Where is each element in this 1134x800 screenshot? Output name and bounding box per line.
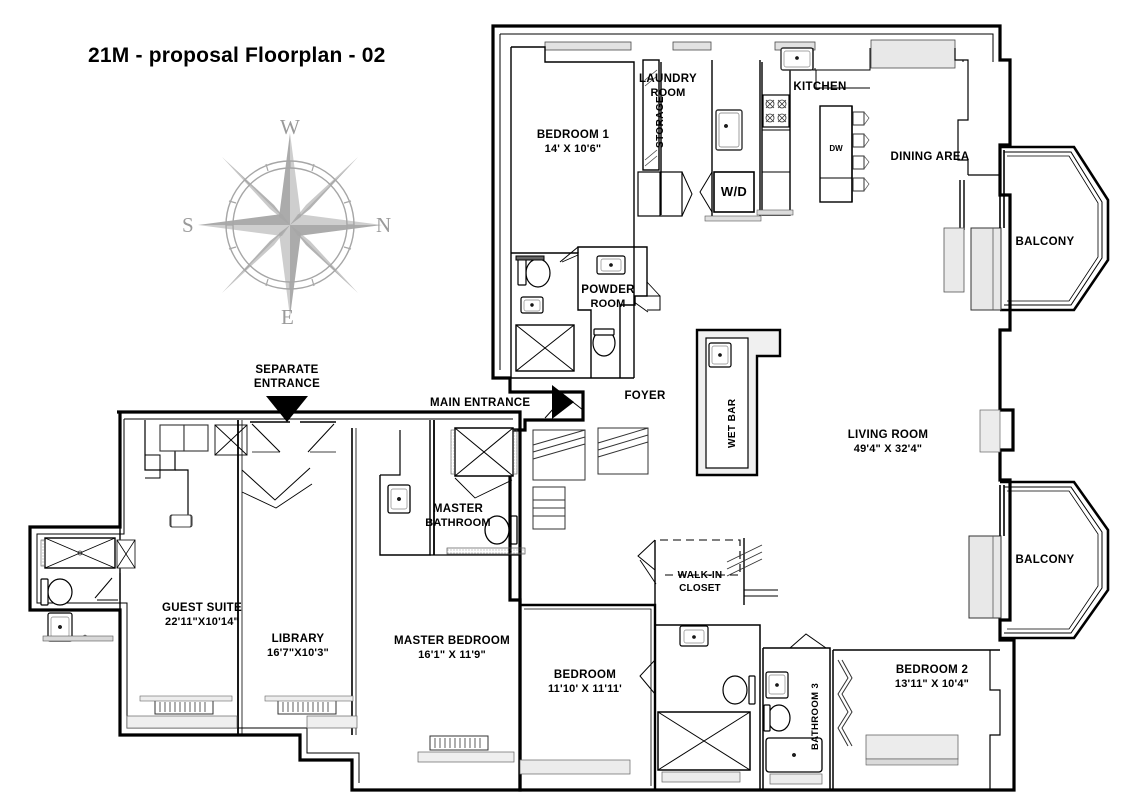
compass-rose-graphic <box>198 133 382 317</box>
room-label-storage: STORAGE <box>655 95 666 148</box>
compass-label-top: W <box>280 115 300 139</box>
compass-rose: W N E S <box>170 105 410 345</box>
compass-label-left: S <box>182 213 194 237</box>
main-entrance-label: MAIN ENTRANCE <box>430 397 531 409</box>
room-label-bathroom-3: BATHROOM 3 <box>810 682 821 750</box>
main-entrance-arrow-icon <box>552 385 574 419</box>
compass-label-right: N <box>376 213 392 237</box>
separate-entrance-label: SEPARATE ENTRANCE <box>253 364 321 390</box>
page-title: 21M - proposal Floorplan - 02 <box>88 44 386 67</box>
compass-label-bottom: E <box>281 305 294 329</box>
separate-entrance-arrow-icon <box>266 396 308 422</box>
room-label-wet-bar: WET BAR <box>727 398 738 448</box>
